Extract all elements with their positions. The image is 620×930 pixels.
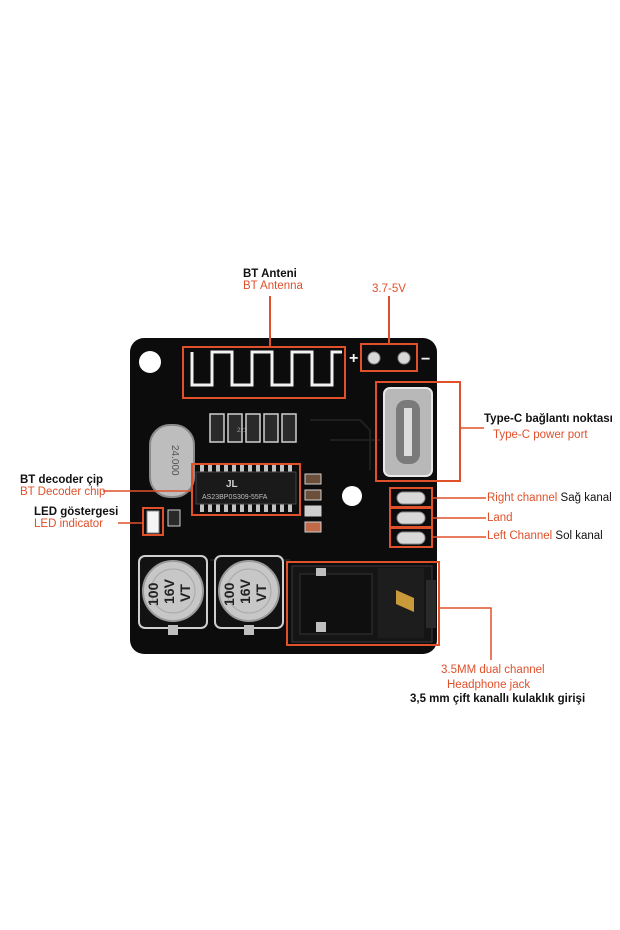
decoder-label-en: BT Decoder chip — [20, 486, 106, 498]
jack-leader — [439, 607, 492, 660]
led-label-en: LED indicator — [34, 518, 104, 530]
headphone-jack — [291, 565, 436, 643]
left-channel-label: Left Channel Sol kanal — [487, 530, 603, 543]
mounting-hole-mid — [342, 486, 362, 506]
voltage-label: 3.7-5V — [372, 283, 406, 295]
led-highlight — [142, 507, 164, 536]
chip-marking: AS23BP0S309-55FA — [202, 494, 268, 501]
cap1-line-1: 100 — [145, 582, 161, 606]
resistor-marking: 221 — [237, 428, 248, 434]
headphone-jack-highlight — [286, 561, 440, 646]
right-channel-label: Right channel Sağ kanal — [487, 492, 612, 505]
crystal-marking: 24.000 — [169, 445, 180, 476]
typec-label-tr: Type-C bağlantı noktası — [484, 413, 613, 425]
minus-sign: − — [421, 351, 430, 368]
chip-logo: JL — [226, 479, 238, 490]
left-channel-tr: Sol kanal — [555, 530, 603, 542]
bt-antenna-trace — [190, 350, 342, 387]
power-pad-plus — [367, 351, 381, 365]
power-pad-minus — [397, 351, 411, 365]
audio-output-pads — [396, 491, 426, 545]
decoder-chip-highlight — [191, 463, 301, 516]
chip-pins — [200, 464, 292, 512]
smd-components — [167, 473, 322, 533]
bt-antenna-label-en: BT Antenna — [243, 280, 303, 292]
cap2-line-1: 100 — [221, 582, 237, 606]
decoder-chip — [195, 471, 297, 505]
typec-port-tongue — [404, 408, 412, 456]
mounting-hole-top — [139, 351, 161, 373]
bt-antenna-highlight — [182, 346, 346, 399]
jack-label-en-1: 3.5MM dual channel — [441, 664, 545, 676]
cap1-line-3: VT — [177, 584, 193, 602]
land-label: Land — [487, 512, 513, 524]
capacitor-2 — [214, 555, 284, 635]
led-component — [146, 510, 160, 534]
cap2-line-2: 16V — [237, 578, 253, 604]
typec-highlight — [375, 381, 461, 482]
plus-sign: + — [349, 350, 358, 367]
right-channel-tr: Sağ kanal — [560, 492, 612, 504]
typec-label-en: Type-C power port — [493, 429, 588, 441]
capacitor-1 — [138, 555, 208, 635]
left-channel-en: Left Channel — [487, 530, 553, 542]
jack-label-tr: 3,5 mm çift kanallı kulaklık girişi — [410, 693, 586, 705]
cap1-line-2: 16V — [161, 578, 177, 604]
bt-antenna-label-tr: BT Anteni — [243, 268, 297, 280]
led-label-tr: LED göstergesi — [34, 506, 119, 518]
decoder-label-tr: BT decoder çip — [20, 474, 104, 486]
jack-label-en-2: Headphone jack — [447, 679, 531, 691]
resistor-row — [209, 413, 297, 443]
right-channel-en: Right channel — [487, 492, 558, 504]
cap2-line-3: VT — [253, 584, 269, 602]
crystal-oscillator — [149, 424, 195, 498]
